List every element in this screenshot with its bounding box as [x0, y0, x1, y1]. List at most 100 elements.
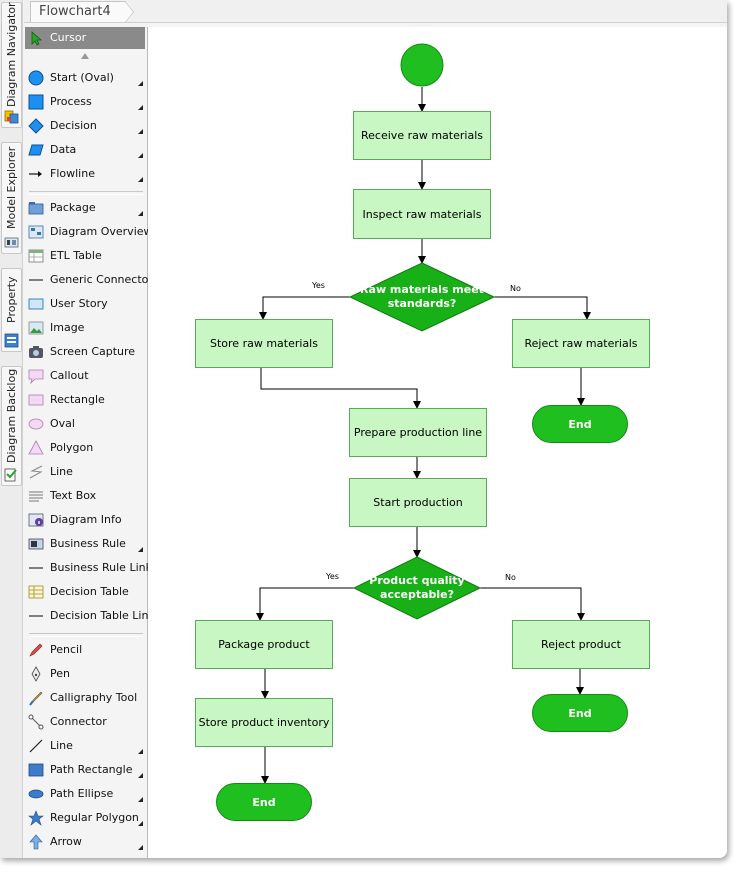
palette-item-freehand-line[interactable]: Line — [25, 735, 145, 757]
palette-item-data[interactable]: Data — [25, 139, 145, 161]
palette-item-oval[interactable]: Oval — [25, 413, 145, 435]
process-prepare-production-line[interactable]: Prepare production line — [349, 408, 487, 457]
flowchart-connectors — [256, 43, 591, 784]
more-options-icon[interactable] — [138, 845, 143, 850]
palette-item-screen-capture[interactable]: Screen Capture — [25, 341, 145, 363]
node-label: Start production — [373, 496, 463, 509]
terminal-end-3[interactable]: End — [216, 783, 312, 821]
freehand-line-icon — [29, 739, 43, 753]
palette-item-arrow[interactable]: Arrow — [25, 831, 145, 853]
palette-item-rectangle[interactable]: Rectangle — [25, 389, 145, 411]
user-story-icon — [28, 298, 44, 310]
palette-item-image[interactable]: Image — [25, 317, 145, 339]
palette-item-process[interactable]: Process — [25, 91, 145, 113]
process-icon — [28, 94, 44, 110]
more-options-icon[interactable] — [138, 177, 143, 182]
palette-item-label: Line — [50, 465, 73, 478]
palette-item-calligraphy-tool[interactable]: Calligraphy Tool — [25, 687, 145, 709]
palette-item-package[interactable]: Package — [25, 197, 145, 219]
process-reject-product[interactable]: Reject product — [512, 620, 650, 669]
node-label: Store product inventory — [198, 716, 330, 729]
palette-item-start-oval[interactable]: Start (Oval) — [25, 67, 145, 89]
palette-item-decision-table[interactable]: Decision Table — [25, 581, 145, 603]
decision-raw-materials-label[interactable]: Raw materials meet standards? — [360, 283, 484, 310]
screen-capture-icon — [29, 346, 43, 358]
palette-scroll-up-icon[interactable] — [81, 53, 89, 59]
palette-item-label: Arrow — [50, 835, 82, 848]
node-label: End — [252, 795, 276, 809]
palette-item-path-ellipse[interactable]: Path Ellipse — [25, 783, 145, 805]
node-label: End — [568, 417, 592, 431]
process-inspect-raw-materials[interactable]: Inspect raw materials — [353, 189, 491, 239]
tab-property[interactable]: Property — [1, 268, 22, 352]
node-label: Inspect raw materials — [362, 207, 482, 221]
palette-item-etl-table[interactable]: ETL Table — [25, 245, 145, 267]
palette-item-diagram-info[interactable]: Diagram Info — [25, 509, 145, 531]
process-receive-raw-materials[interactable]: Receive raw materials — [353, 111, 491, 160]
process-reject-raw-materials[interactable]: Reject raw materials — [512, 319, 650, 368]
more-options-icon[interactable] — [138, 105, 143, 110]
palette-item-regular-polygon[interactable]: Regular Polygon — [25, 807, 145, 829]
tab-model-explorer[interactable]: Model Explorer — [1, 142, 22, 254]
palette-item-generic-connector[interactable]: Generic Connector — [25, 269, 153, 291]
diagram-overview-icon — [28, 225, 44, 239]
palette-item-decision[interactable]: Decision — [25, 115, 145, 137]
tab-diagram-navigator[interactable]: Diagram Navigator — [1, 2, 22, 128]
palette-item-label: Process — [50, 95, 92, 108]
more-options-icon[interactable] — [138, 773, 143, 778]
palette-item-label: Decision Table — [50, 585, 129, 598]
data-icon — [28, 144, 44, 156]
palette-item-business-rule[interactable]: Business Rule — [25, 533, 145, 555]
process-store-product-inventory[interactable]: Store product inventory — [195, 698, 333, 747]
tab-flowchart4[interactable]: Flowchart4 — [30, 1, 134, 23]
palette-item-label: User Story — [50, 297, 108, 310]
more-options-icon[interactable] — [138, 797, 143, 802]
process-package-product[interactable]: Package product — [195, 620, 333, 669]
palette-item-polygon[interactable]: Polygon — [25, 437, 145, 459]
diagram-toolbar-palette: Cursor Start (Oval) Process Decision Dat… — [23, 27, 155, 858]
palette-item-diagram-overview[interactable]: Diagram Overview — [25, 221, 153, 243]
palette-item-pen[interactable]: Pen — [25, 663, 145, 685]
tab-diagram-backlog[interactable]: Diagram Backlog — [1, 366, 22, 486]
connector-decision1-no — [494, 296, 591, 320]
terminal-end-1[interactable]: End — [532, 405, 628, 443]
palette-item-flowline[interactable]: Flowline — [25, 163, 145, 185]
palette-item-connector[interactable]: Connector — [25, 711, 145, 733]
palette-item-decision-table-link[interactable]: Decision Table Link — [25, 605, 155, 627]
start-oval-icon — [28, 70, 44, 86]
tab-property-label: Property — [5, 276, 18, 324]
process-store-raw-materials[interactable]: Store raw materials — [195, 319, 333, 368]
palette-item-label: Business Rule Link — [50, 561, 152, 574]
palette-item-label: Path Rectangle — [50, 763, 133, 776]
diagram-info-icon — [28, 513, 44, 527]
regular-polygon-icon — [28, 810, 44, 826]
tab-model-explorer-label: Model Explorer — [5, 146, 18, 230]
palette-item-text-box[interactable]: Text Box — [25, 485, 145, 507]
diagram-canvas[interactable]: Receive raw materials Inspect raw materi… — [148, 27, 727, 858]
palette-item-line[interactable]: Line — [25, 461, 145, 483]
palette-item-cursor[interactable]: Cursor — [25, 27, 145, 49]
diagram-navigator-icon — [4, 110, 19, 124]
terminal-end-2[interactable]: End — [532, 694, 628, 732]
process-start-production[interactable]: Start production — [349, 478, 487, 527]
palette-item-label: Line — [50, 739, 73, 752]
diagram-tab-bar: Flowchart4 — [24, 0, 727, 23]
edge-label-yes: Yes — [326, 572, 339, 581]
calligraphy-tool-icon — [29, 691, 43, 706]
node-label: Receive raw materials — [361, 129, 483, 142]
decision-product-quality-label[interactable]: Product quality acceptable? — [369, 574, 465, 601]
palette-item-business-rule-link[interactable]: Business Rule Link — [25, 557, 152, 579]
more-options-icon[interactable] — [138, 211, 143, 216]
more-options-icon[interactable] — [138, 129, 143, 134]
more-options-icon[interactable] — [138, 749, 143, 754]
more-options-icon[interactable] — [138, 547, 143, 552]
more-options-icon[interactable] — [138, 821, 143, 826]
palette-item-user-story[interactable]: User Story — [25, 293, 145, 315]
callout-icon — [28, 369, 44, 384]
palette-item-callout[interactable]: Callout — [25, 365, 145, 387]
palette-item-path-rectangle[interactable]: Path Rectangle — [25, 759, 145, 781]
more-options-icon[interactable] — [138, 153, 143, 158]
palette-item-label: Screen Capture — [50, 345, 136, 358]
palette-item-pencil[interactable]: Pencil — [25, 639, 145, 661]
more-options-icon[interactable] — [138, 81, 143, 86]
